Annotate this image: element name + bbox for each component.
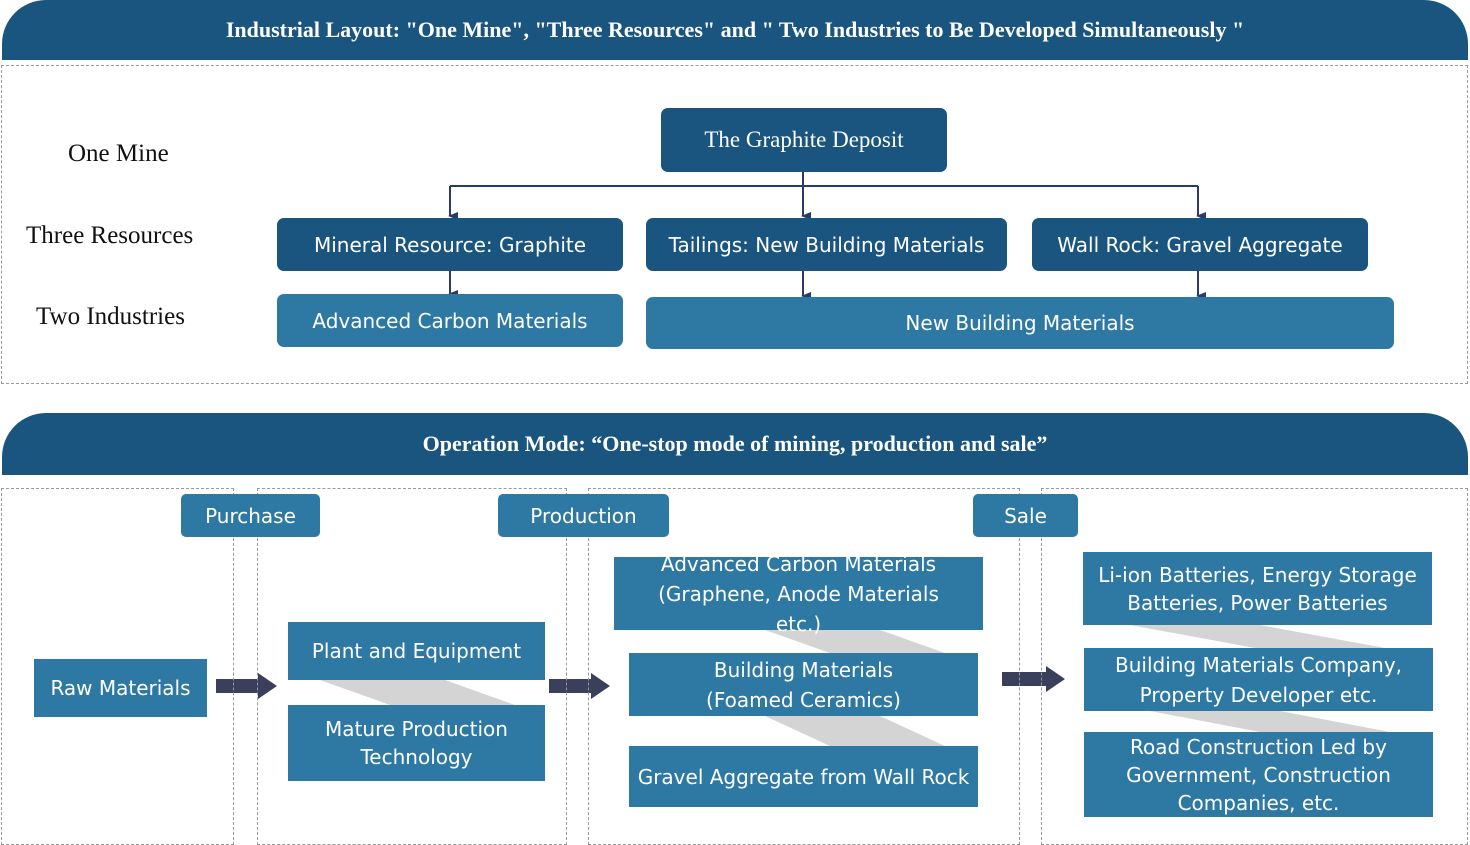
- operation-header: Operation Mode: “One-stop mode of mining…: [2, 413, 1468, 475]
- layout-header: Industrial Layout: "One Mine", "Three Re…: [2, 0, 1468, 60]
- product-building-box: Building Materials (Foamed Ceramics): [629, 653, 978, 716]
- operation-header-text: Operation Mode: “One-stop mode of mining…: [422, 431, 1048, 456]
- mineral-resource-box: Mineral Resource: Graphite: [277, 218, 623, 271]
- layout-frame: [1, 65, 1468, 384]
- row-label-one-mine: One Mine: [68, 140, 169, 167]
- flow-arrow-1: [216, 673, 277, 699]
- industry-carbon-box: Advanced Carbon Materials: [277, 294, 623, 347]
- layout-header-text: Industrial Layout: "One Mine", "Three Re…: [225, 17, 1245, 42]
- band-plant-tech: [320, 680, 515, 705]
- market-batteries-box: Li-ion Batteries, Energy Storage Batteri…: [1083, 552, 1432, 625]
- market-building-company-box: Building Materials Company, Property Dev…: [1084, 648, 1433, 711]
- production-technology-box: Mature Production Technology: [288, 705, 545, 781]
- market-road-box: Road Construction Led by Government, Con…: [1084, 732, 1433, 817]
- flow-arrow-3: [1002, 666, 1065, 692]
- plant-equipment-box: Plant and Equipment: [288, 622, 545, 680]
- band-batteries-buildingco: [1130, 625, 1385, 648]
- product-carbon-box: Advanced Carbon Materials (Graphene, Ano…: [614, 552, 983, 636]
- band-carbon-building: [765, 630, 945, 653]
- tag-production: Production: [498, 494, 669, 537]
- product-gravel-box: Gravel Aggregate from Wall Rock: [629, 746, 978, 807]
- row-label-three-resources: Three Resources: [26, 222, 194, 249]
- raw-materials-box: Raw Materials: [34, 659, 207, 717]
- graphite-deposit-box: The Graphite Deposit: [661, 108, 947, 172]
- tailings-box: Tailings: New Building Materials: [646, 218, 1007, 271]
- wall-rock-box: Wall Rock: Gravel Aggregate: [1032, 218, 1368, 271]
- band-buildingco-road: [1150, 711, 1390, 732]
- tag-purchase: Purchase: [181, 494, 320, 537]
- row-label-two-industries: Two Industries: [36, 303, 185, 330]
- industry-building-box: New Building Materials: [646, 297, 1394, 349]
- band-building-gravel: [765, 716, 945, 746]
- tag-sale: Sale: [973, 494, 1078, 537]
- flow-arrow-2: [549, 673, 610, 699]
